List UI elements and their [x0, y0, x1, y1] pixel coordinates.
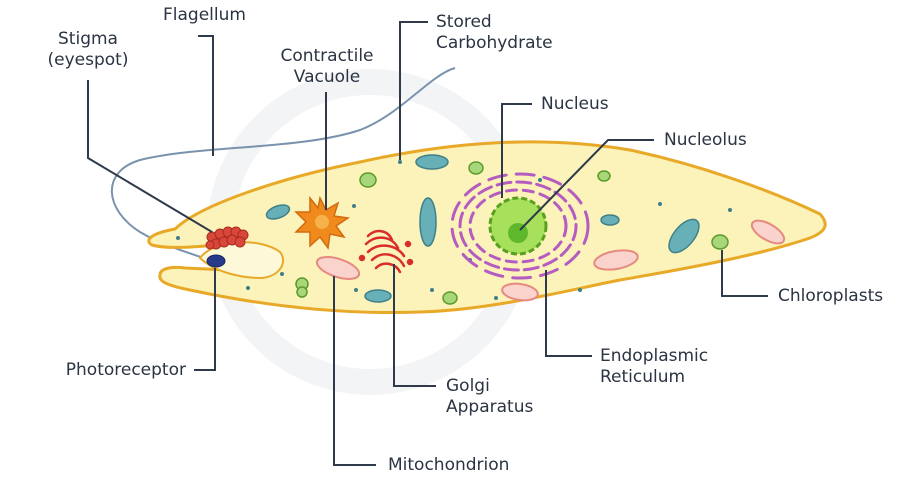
label-mitochondrion: Mitochondrion	[388, 455, 510, 475]
leader-stigma	[87, 80, 213, 233]
label-photoreceptor: Photoreceptor	[65, 360, 186, 380]
label-nucleus: Nucleus	[541, 94, 609, 114]
leader-stored-carbohydrate	[399, 21, 428, 160]
chloroplasts	[295, 161, 729, 305]
golgi-apparatus	[358, 229, 414, 274]
label-chloroplasts: Chloroplasts	[778, 286, 884, 306]
stored-carbohydrate	[265, 154, 700, 303]
label-stored-carbohydrate: Stored Carbohydrate	[436, 12, 553, 53]
endoplasmic-reticulum	[450, 172, 590, 280]
label-flagellum: Flagellum	[163, 5, 246, 25]
leader-mitochondrion	[333, 276, 376, 466]
leader-flagellum	[198, 35, 214, 156]
photoreceptor	[206, 254, 226, 268]
label-contractile-vacuole: Contractile Vacuole	[280, 46, 374, 87]
stigma	[205, 226, 249, 250]
leader-endoplasmic-reticulum	[545, 270, 592, 357]
label-endoplasmic-reticulum: Endoplasmic Reticulum	[600, 346, 709, 387]
label-stigma: Stigma (eyespot)	[47, 29, 129, 70]
leader-nucleus	[501, 103, 532, 198]
contractile-vacuole	[294, 195, 351, 250]
leader-photoreceptor	[194, 268, 216, 371]
cell-body	[147, 140, 827, 315]
leader-chloroplasts	[721, 250, 768, 297]
leader-nucleolus	[519, 139, 654, 231]
label-nucleolus: Nucleolus	[664, 130, 747, 150]
cytoplasm-granules	[176, 160, 732, 300]
leader-golgi	[393, 264, 436, 387]
label-golgi-apparatus: Golgi Apparatus	[446, 376, 534, 417]
mitochondria	[315, 219, 786, 302]
